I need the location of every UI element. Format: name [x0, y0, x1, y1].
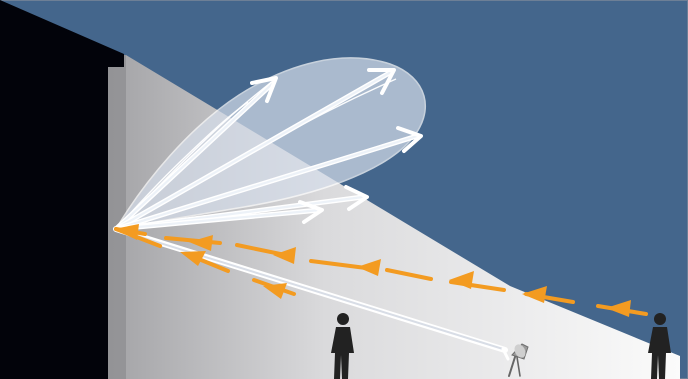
building-silhouette	[0, 0, 124, 379]
